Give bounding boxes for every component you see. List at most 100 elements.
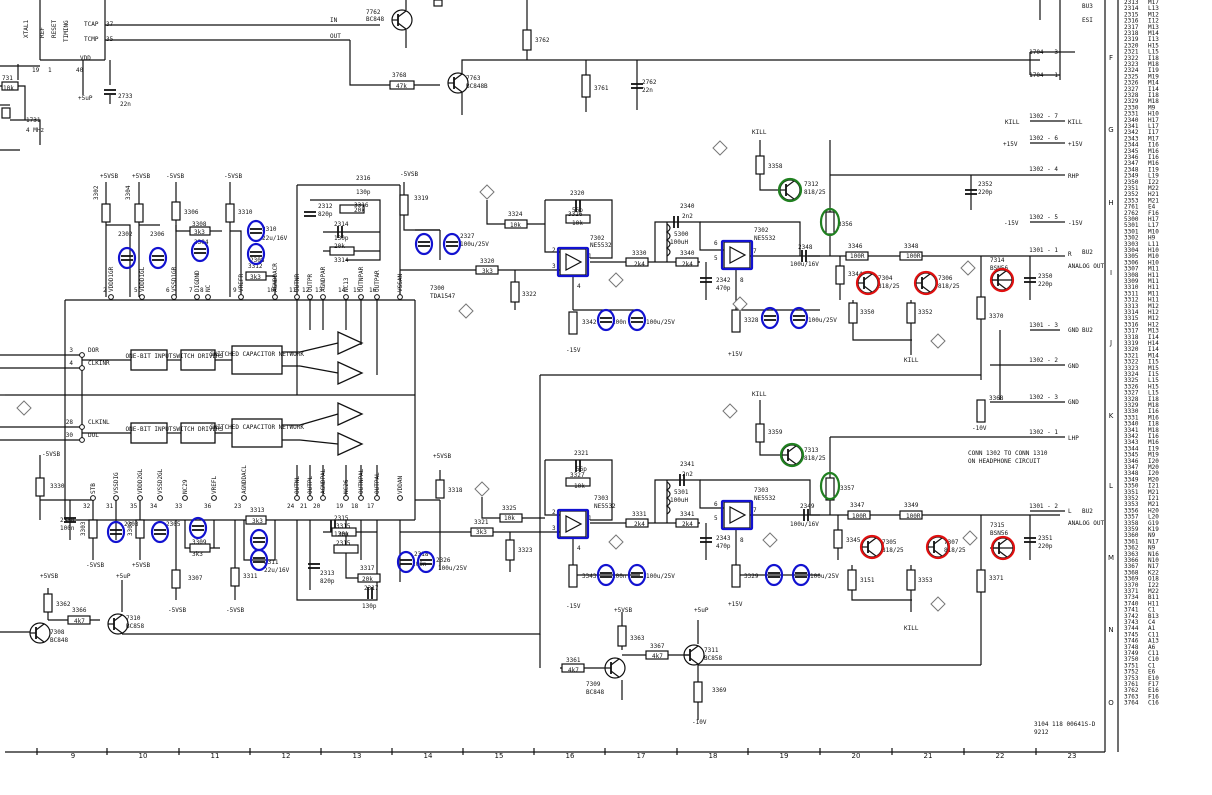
label: 3k3 — [476, 529, 487, 536]
index-ref: 3320 — [1124, 346, 1139, 353]
grid-row-label: O — [1108, 699, 1114, 707]
label: 3306 — [184, 209, 199, 216]
opamp-triangle — [729, 506, 747, 524]
label: 3343 — [582, 573, 597, 580]
label: 731 — [2, 75, 13, 82]
index-ref: 3308 — [1124, 272, 1139, 279]
ic-pin-number: 7 — [189, 287, 193, 294]
resistor — [499, 513, 523, 523]
index-location: M11 — [1148, 266, 1159, 273]
index-location: I19 — [1148, 445, 1159, 452]
ic-pin-name: VSSDIG — [113, 472, 120, 494]
index-location: M19 — [1148, 73, 1159, 80]
wire — [345, 520, 358, 579]
transistor-collector — [863, 273, 873, 281]
ic-pin-number: 17 — [367, 503, 375, 510]
internal-amp-r1 — [337, 330, 364, 356]
ic-pin-name: CLKINL — [88, 419, 110, 426]
label: 2308 — [250, 257, 265, 264]
label: -5VSB — [42, 451, 60, 458]
label: 3345 — [846, 537, 861, 544]
label: 3317 — [360, 565, 375, 572]
index-ref: 2761 — [1124, 204, 1139, 211]
test-point-diamond — [479, 184, 495, 200]
label: -15V — [1004, 220, 1019, 227]
wire — [545, 199, 613, 259]
label: 2321 — [574, 450, 589, 457]
wire — [349, 40, 420, 86]
blue-capacitor-highlight — [760, 306, 780, 330]
resistor — [645, 650, 669, 660]
label: 2733 — [118, 93, 133, 100]
ic-pin-name: VDDD1GL — [139, 266, 146, 292]
red-transistor-highlight — [990, 535, 1016, 561]
index-ref: 3369 — [1124, 576, 1139, 583]
test-point-diamond — [474, 481, 490, 497]
label: 5301 — [674, 489, 689, 496]
label: 100n — [612, 573, 627, 580]
pin-terminal — [294, 495, 300, 501]
grid-column-label: 17 — [637, 752, 646, 760]
index-ref: 3318 — [1124, 334, 1139, 341]
wire — [299, 439, 339, 445]
label: 10k — [3, 85, 14, 92]
label: 1302 - 3 — [1029, 394, 1058, 401]
grid-row-label: F — [1109, 54, 1113, 62]
blue-capacitor-highlight — [148, 246, 168, 270]
transistor-collector — [997, 270, 1007, 278]
index-location: M17 — [1148, 135, 1159, 142]
label: 2349 — [800, 503, 815, 510]
index-location: L15 — [1148, 377, 1159, 384]
index-ref: 3742 — [1124, 613, 1139, 620]
index-ref: 3746 — [1124, 638, 1139, 645]
label: 3768 — [392, 72, 407, 79]
label: +5VSB — [614, 607, 632, 614]
label: BSN56 — [990, 530, 1008, 537]
label: -5VSB — [166, 173, 184, 180]
grid-column-label: 11 — [211, 752, 220, 760]
blue-capacitor-highlight — [117, 246, 137, 270]
resistor — [731, 309, 741, 333]
label: 22n — [642, 87, 653, 94]
label: +5VSB — [40, 573, 58, 580]
resistor — [230, 567, 240, 587]
label: 818/25 — [878, 283, 900, 290]
ic-pin-name: NC26 — [343, 479, 350, 494]
index-location: L11 — [1148, 241, 1159, 248]
index-ref: 3349 — [1124, 476, 1139, 483]
label: 2k4 — [682, 521, 693, 528]
index-ref: 3303 — [1124, 241, 1139, 248]
label: 56p — [576, 466, 587, 473]
pin-terminal — [374, 495, 380, 501]
index-location: C11 — [1148, 631, 1159, 638]
wire — [296, 520, 378, 601]
test-point-diamond — [608, 534, 624, 550]
wire — [700, 221, 801, 256]
ic-pin-number: 14 — [338, 287, 346, 294]
index-ref: 3764 — [1124, 700, 1139, 707]
index-location: I18 — [1148, 92, 1159, 99]
label: 4 MHz — [26, 127, 44, 134]
index-ref: 3326 — [1124, 383, 1139, 390]
resistor — [1, 81, 19, 91]
index-location: C4 — [1148, 619, 1156, 626]
blue-capacitor-highlight — [442, 232, 462, 256]
label: 3322 — [522, 291, 537, 298]
transistor-emitter — [998, 550, 1008, 558]
label: 8 — [740, 537, 744, 544]
green-transistor-highlight — [779, 442, 805, 468]
label: 2 — [552, 247, 556, 254]
switch-drivers-l — [180, 422, 216, 444]
index-ref: 3306 — [1124, 259, 1139, 266]
resistor — [35, 477, 45, 497]
pin-terminal — [358, 495, 364, 501]
label: 7305 — [882, 539, 897, 546]
transistor-collector — [35, 623, 45, 631]
index-ref: 3353 — [1124, 501, 1139, 508]
grid-column-label: 19 — [780, 752, 789, 760]
label: 3347 — [850, 502, 865, 509]
resistor — [88, 519, 98, 539]
block-label: SWITCH DRIVERS — [173, 426, 224, 433]
label: 3762 — [535, 37, 550, 44]
index-ref: 5300 — [1124, 216, 1139, 223]
